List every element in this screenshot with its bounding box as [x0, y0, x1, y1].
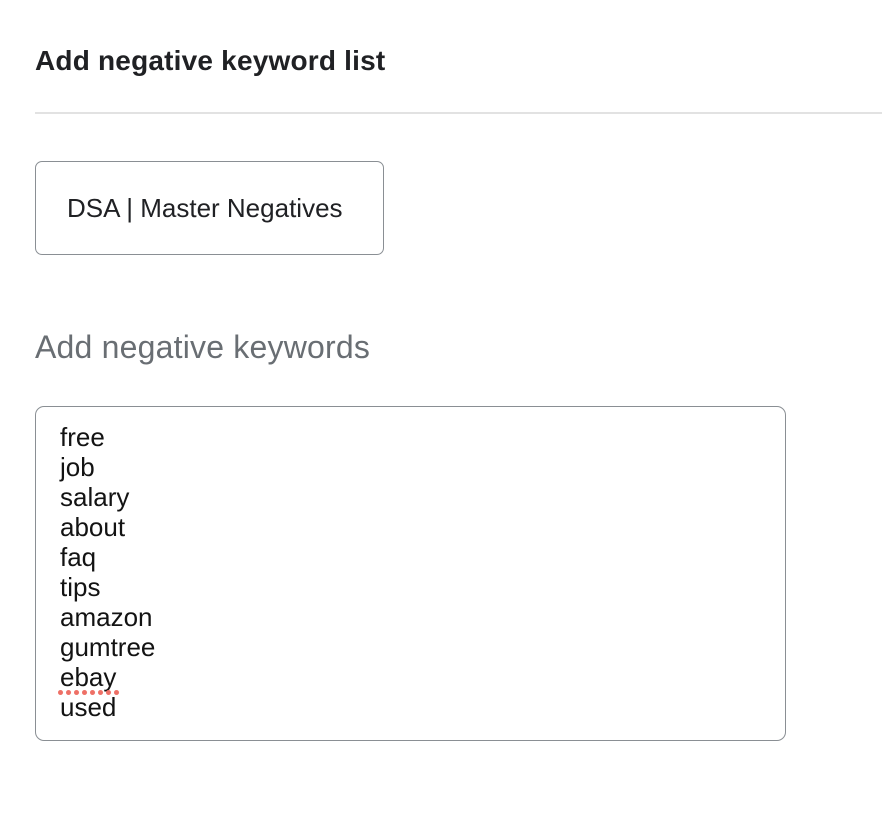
keyword-line: free [60, 422, 105, 452]
keyword-line: ebay [57, 662, 765, 695]
misspelled-keyword: ebay [57, 662, 121, 695]
page-title: Add negative keyword list [35, 45, 386, 76]
keyword-line: about [60, 512, 126, 542]
negative-keyword-list-name-field[interactable]: DSA | Master Negatives [35, 161, 384, 255]
keyword-line: faq [60, 542, 97, 572]
keyword-line: tips [60, 572, 101, 602]
divider [35, 112, 882, 114]
keyword-line: used [60, 692, 117, 722]
keyword-line: job [60, 452, 95, 482]
keyword-line: salary [60, 482, 130, 512]
keyword-line: amazon [60, 602, 153, 632]
list-name-value: DSA | Master Negatives [67, 192, 343, 223]
section-heading-add-negative-keywords: Add negative keywords [35, 329, 371, 365]
keyword-line: gumtree [60, 632, 156, 662]
